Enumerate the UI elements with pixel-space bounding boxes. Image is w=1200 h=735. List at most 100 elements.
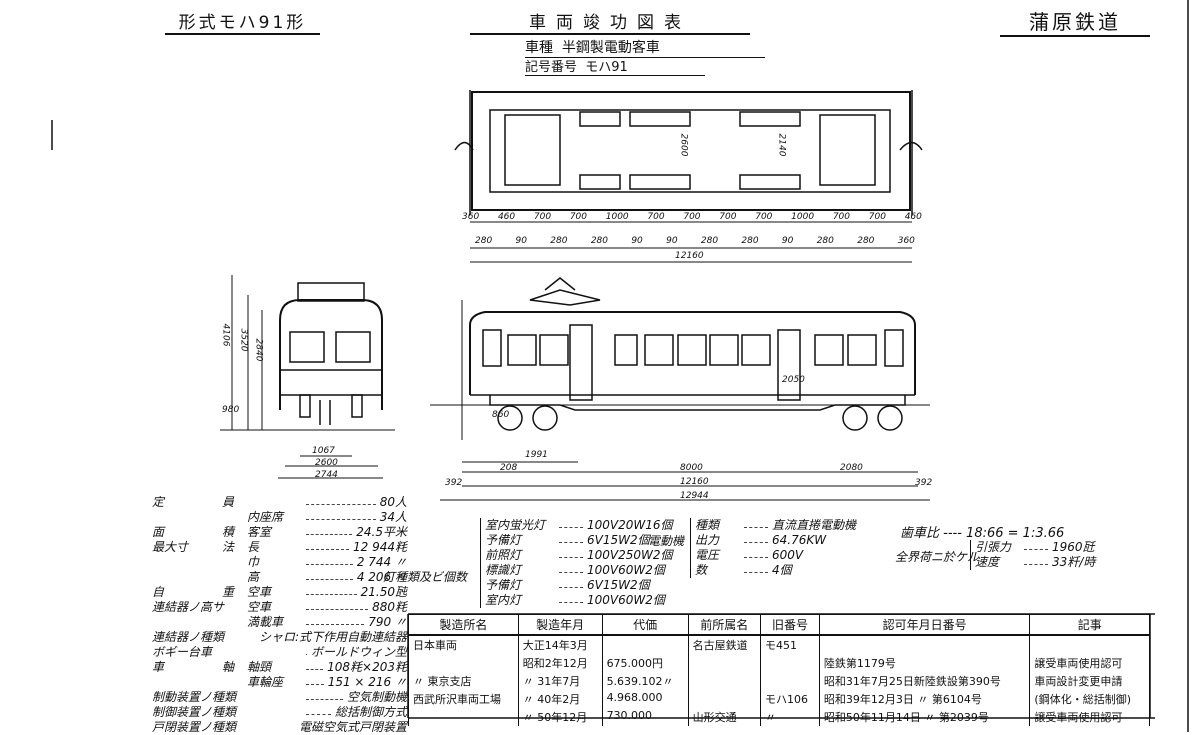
table-cell: 大正14年3月 bbox=[517, 635, 603, 654]
table-cell bbox=[601, 635, 689, 654]
table-header: 前所属名 bbox=[687, 614, 762, 636]
spec-key: ボギー台車 bbox=[152, 645, 213, 659]
spec-subkey bbox=[222, 570, 247, 585]
spec-row: 内座席 34人 bbox=[152, 510, 407, 525]
spec-sub bbox=[244, 720, 291, 735]
plan-dim-top: 700 bbox=[755, 212, 773, 222]
table-cell: 名古屋鉄道 bbox=[687, 635, 762, 654]
plan-dim-bottom: 280 bbox=[816, 236, 834, 246]
spec-value: 34人 bbox=[379, 510, 407, 524]
table-cell bbox=[687, 672, 762, 690]
spec-value: シャロ:式下作用自動連結器 bbox=[258, 630, 407, 644]
spec-sub: 巾 bbox=[247, 555, 260, 569]
table-cell bbox=[408, 654, 519, 672]
car-number-value: モハ91 bbox=[585, 60, 628, 75]
spec-subkey: 軸 bbox=[222, 660, 235, 674]
history-table: 製造所名製造年月代価前所属名旧番号認可年月日番号記事 日本車両大正14年3月名古… bbox=[408, 614, 1150, 726]
plan-dim-bottom: 280 bbox=[700, 236, 719, 246]
table-cell: 5.639.102〃 bbox=[601, 672, 689, 690]
lamps-leader bbox=[559, 548, 583, 558]
plan-dim-bottom: 90 bbox=[631, 236, 643, 246]
table-cell: 〃 東京支店 bbox=[408, 672, 519, 690]
lamps-value: 6V15W2個 bbox=[587, 578, 650, 592]
plan-dim-bottom: 280 bbox=[741, 236, 759, 246]
spec-value: 24.5平米 bbox=[356, 525, 407, 539]
table-row: 日本車両大正14年3月名古屋鉄道モ451 bbox=[408, 635, 1150, 654]
plan-dim-top: 700 bbox=[533, 212, 552, 222]
rated-label: 全界荷ニ於ケル bbox=[895, 550, 980, 564]
spec-leader bbox=[306, 540, 349, 550]
gear-ratio-value: 18:66 = 1:3.66 bbox=[966, 526, 1065, 541]
table-cell: 昭和39年12月3日 〃 第6104号 bbox=[818, 690, 1031, 708]
spec-sub bbox=[231, 630, 251, 645]
table-header: 製造年月 bbox=[517, 614, 603, 636]
table-cell bbox=[760, 672, 820, 690]
spec-leader bbox=[306, 675, 324, 685]
plan-dim-top: 700 bbox=[647, 212, 665, 222]
spec-sub: 内座席 bbox=[247, 510, 284, 524]
table-header: 製造所名 bbox=[408, 614, 519, 636]
table-cell: 譲受車両使用認可 bbox=[1029, 708, 1150, 726]
spec-sub: 空車 bbox=[247, 585, 272, 599]
spec-subkey: 重 bbox=[222, 585, 235, 599]
table-cell bbox=[818, 635, 1031, 654]
plan-dim-bottom: 280 bbox=[550, 236, 568, 246]
spec-value: 2 744 〃 bbox=[356, 555, 407, 569]
lamps-key: 予備灯 bbox=[485, 578, 522, 592]
side-dim-wheel: 860 bbox=[492, 410, 510, 420]
table-cell: 〃 31年7月 bbox=[517, 672, 603, 690]
motor-leader bbox=[744, 518, 768, 528]
spec-leader bbox=[306, 555, 353, 565]
spec-subkey bbox=[222, 645, 247, 660]
front-width-body: 2600 bbox=[315, 458, 338, 468]
lamps-value: 100V250W2個 bbox=[587, 548, 673, 562]
table-cell: 山形交通 bbox=[687, 708, 762, 726]
spec-row: 連結器ノ種類シャロ:式下作用自動連結器 bbox=[152, 630, 407, 645]
table-cell: 西武所沢車両工場 bbox=[408, 690, 519, 708]
plan-dim-top: 700 bbox=[719, 212, 737, 222]
lamps-key: 予備灯 bbox=[485, 533, 522, 547]
table-header: 記事 bbox=[1029, 614, 1150, 636]
spec-sub: 満載車 bbox=[247, 615, 284, 629]
plan-dim-bottom: 90 bbox=[781, 236, 794, 246]
spec-value: 電磁空気式戸閉装置 bbox=[298, 720, 407, 734]
table-cell: 〃 50年12月 bbox=[517, 708, 603, 726]
front-height-total: 4106 bbox=[220, 323, 231, 347]
plan-dim-bottom: 360 bbox=[897, 236, 915, 246]
gear-ratio-label: 歯車比 bbox=[900, 526, 940, 541]
motor-value: 64.76KW bbox=[772, 533, 827, 547]
spec-key: 連結器ノ高サ bbox=[152, 600, 225, 614]
spec-value: 80人 bbox=[379, 495, 407, 509]
car-type-value: 半鋼製電動客車 bbox=[561, 40, 660, 56]
table-cell: 730.000 bbox=[601, 708, 689, 726]
lamps-key: 室内蛍光灯 bbox=[485, 518, 546, 532]
spec-subkey bbox=[222, 555, 247, 570]
motor-label: 電動機 bbox=[648, 534, 685, 548]
plan-dim-top: 700 bbox=[832, 212, 850, 222]
side-dim-overhang: 208 bbox=[500, 463, 518, 473]
spec-subkey bbox=[222, 720, 244, 735]
front-height-floor: 980 bbox=[222, 405, 240, 415]
lamps-value: 100V60W2個 bbox=[587, 563, 665, 577]
front-width-max: 2744 bbox=[315, 470, 338, 480]
plan-dim-bottom: 280 bbox=[475, 236, 493, 246]
motor-leader bbox=[744, 548, 768, 558]
spec-leader bbox=[306, 570, 353, 580]
spec-leader bbox=[306, 525, 353, 535]
spec-sub: 長 bbox=[247, 540, 260, 554]
side-windows bbox=[507, 334, 877, 366]
lamps-leader bbox=[559, 533, 583, 543]
spec-key: 最大寸 bbox=[152, 540, 189, 554]
